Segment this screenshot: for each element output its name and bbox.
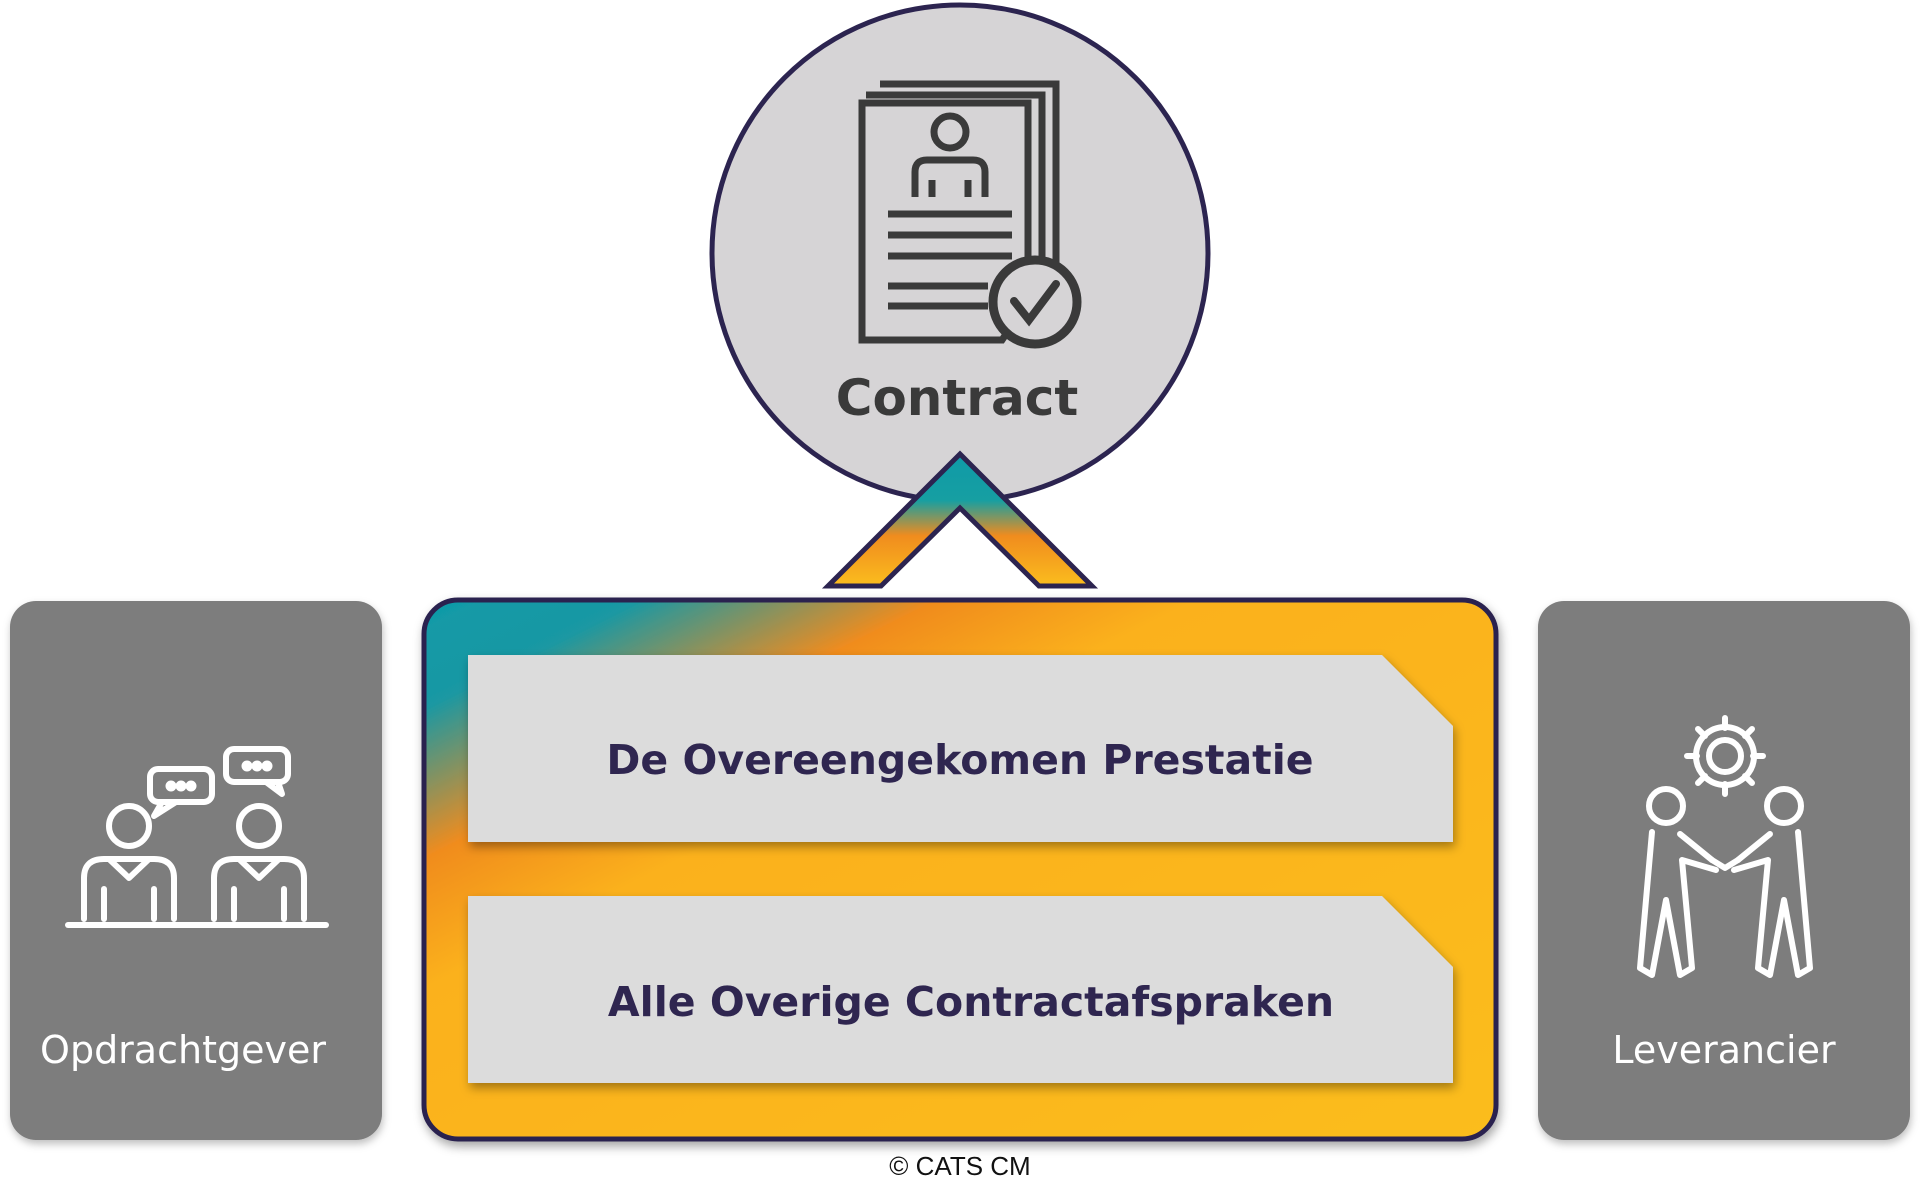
left-card-label: Opdrachtgever xyxy=(40,1028,326,1072)
right-card: Leverancier xyxy=(1538,601,1910,1140)
copyright-text: © CATS CM xyxy=(889,1151,1030,1181)
contract-circle: Contract xyxy=(709,2,1211,504)
left-card: Opdrachtgever xyxy=(10,601,382,1140)
bar-other-agreements-label: Alle Overige Contractafspraken xyxy=(608,978,1334,1026)
up-chevron-arrow xyxy=(821,450,1099,589)
handshake-gear-icon xyxy=(1637,715,1813,978)
bar-agreed-performance: De Overeengekomen Prestatie xyxy=(468,655,1453,842)
right-card-label: Leverancier xyxy=(1612,1028,1836,1072)
bar-agreed-performance-label: De Overeengekomen Prestatie xyxy=(606,736,1313,784)
contract-document-check-icon xyxy=(858,80,1082,349)
contract-label: Contract xyxy=(836,369,1078,427)
agreement-box: De Overeengekomen Prestatie Alle Overige… xyxy=(421,597,1499,1142)
bar-other-agreements: Alle Overige Contractafspraken xyxy=(468,896,1453,1083)
two-people-chatting-icon xyxy=(65,746,329,928)
